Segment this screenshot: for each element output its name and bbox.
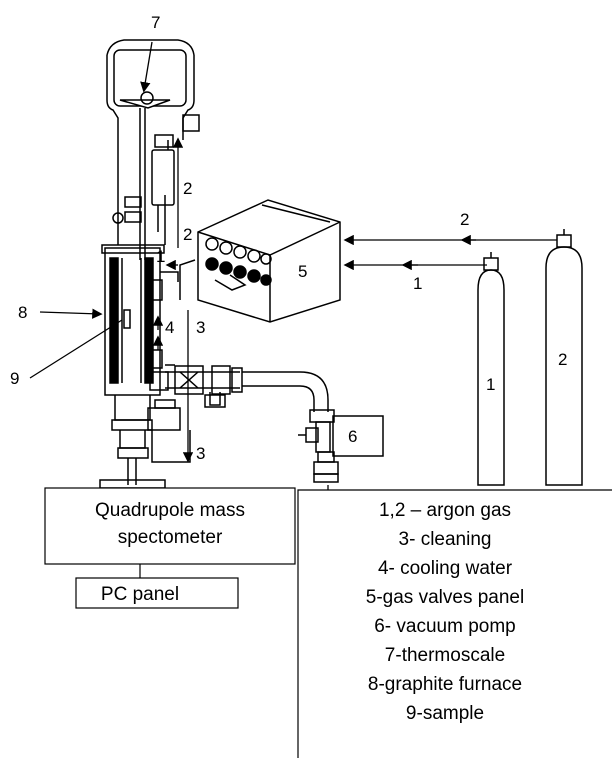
legend-item-6: 7-thermoscale	[385, 645, 505, 666]
label-1-column: 1	[156, 247, 165, 266]
mass-spec-line1: Quadrupole mass	[95, 500, 245, 521]
gas-lines	[152, 137, 557, 490]
legend-item-2: 3- cleaning	[399, 529, 492, 550]
legend-item-7: 8-graphite furnace	[368, 674, 522, 695]
mass-spectrometer-box: Quadrupole mass spectometer	[44, 487, 296, 565]
label-6-pump: 6	[348, 427, 357, 446]
label-8-furnace: 8	[18, 303, 27, 322]
label-5-panel: 5	[298, 262, 307, 281]
label-3-upper: 3	[196, 318, 205, 337]
label-7-thermoscale: 7	[151, 13, 160, 32]
label-9-sample: 9	[10, 369, 19, 388]
panel-dials	[205, 237, 272, 286]
label-3-lower: 3	[196, 444, 205, 463]
legend: 1,2 – argon gas 3- cleaning 4- cooling w…	[297, 489, 612, 758]
leader-lines	[29, 41, 153, 379]
pc-panel-label: PC panel	[101, 584, 179, 605]
mass-spec-line2: spectometer	[118, 527, 223, 548]
legend-item-5: 6- vacuum pomp	[374, 616, 516, 637]
label-2-top: 2	[183, 179, 192, 198]
legend-item-8: 9-sample	[406, 703, 484, 724]
label-2-mid: 2	[183, 225, 192, 244]
legend-item-1: 1,2 – argon gas	[379, 500, 511, 521]
apparatus-column	[99, 39, 329, 489]
label-cylinder-1: 1	[486, 375, 495, 394]
label-1-line: 1	[413, 274, 422, 293]
label-cylinder-2: 2	[558, 350, 567, 369]
label-2-line: 2	[460, 210, 469, 229]
cylinder-2	[545, 229, 583, 486]
gas-valves-panel	[179, 199, 341, 323]
legend-item-3: 4- cooling water	[378, 558, 513, 579]
cylinder-1	[477, 252, 505, 486]
pc-panel-box: PC panel	[75, 577, 239, 609]
label-4-cooling: 4	[165, 318, 174, 337]
legend-item-4: 5-gas valves panel	[366, 587, 524, 608]
thermoscale-housing	[106, 55, 195, 195]
vacuum-pump	[298, 409, 384, 483]
